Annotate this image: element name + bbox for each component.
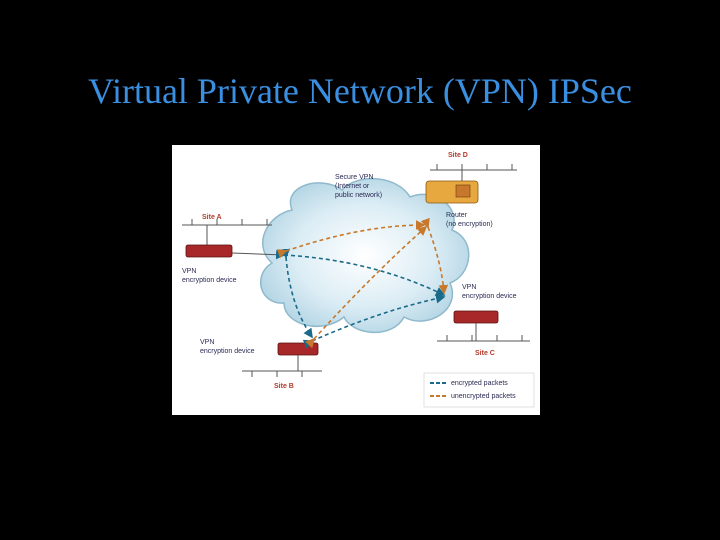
vpn-diagram: Site A VPN encryption device VPN encrypt… — [172, 145, 540, 415]
site-c-vpn-device — [453, 310, 499, 324]
cloud-label-1: Secure VPN — [335, 174, 374, 181]
site-b-device-label-1: VPN — [200, 339, 214, 346]
vpn-diagram-svg: Site A VPN encryption device VPN encrypt… — [182, 152, 535, 408]
unencrypted-path-c-d — [420, 217, 449, 295]
site-a-device-label-2: encryption device — [182, 277, 237, 284]
site-a-device-label-1: VPN — [182, 268, 196, 275]
site-a-label: Site A — [202, 214, 222, 221]
site-c-label: Site C — [475, 350, 495, 357]
site-c-device-label-1: VPN — [462, 284, 476, 291]
legend-encrypted-label: encrypted packets — [451, 380, 508, 387]
site-b-label: Site B — [274, 383, 294, 390]
site-d-label: Site D — [448, 152, 468, 159]
site-a-vpn-device — [185, 244, 233, 258]
slide-title: Virtual Private Network (VPN) IPSec — [88, 71, 632, 111]
legend: encrypted packets unencrypted packets — [423, 372, 535, 408]
router-label-2: (no encryption) — [446, 221, 493, 228]
unencrypted-path-a-d — [276, 220, 426, 259]
site-c-device-label-2: encryption device — [462, 293, 517, 300]
legend-unencrypted-label: unencrypted packets — [451, 393, 516, 400]
cloud-label-3: public network) — [335, 192, 382, 199]
site-b-vpn-device — [277, 342, 319, 356]
router-label-1: Router — [446, 212, 468, 219]
cloud-label-2: (Internet or — [335, 183, 370, 190]
unencrypted-path-b-d — [305, 225, 428, 349]
site-b-device-label-2: encryption device — [200, 348, 255, 355]
